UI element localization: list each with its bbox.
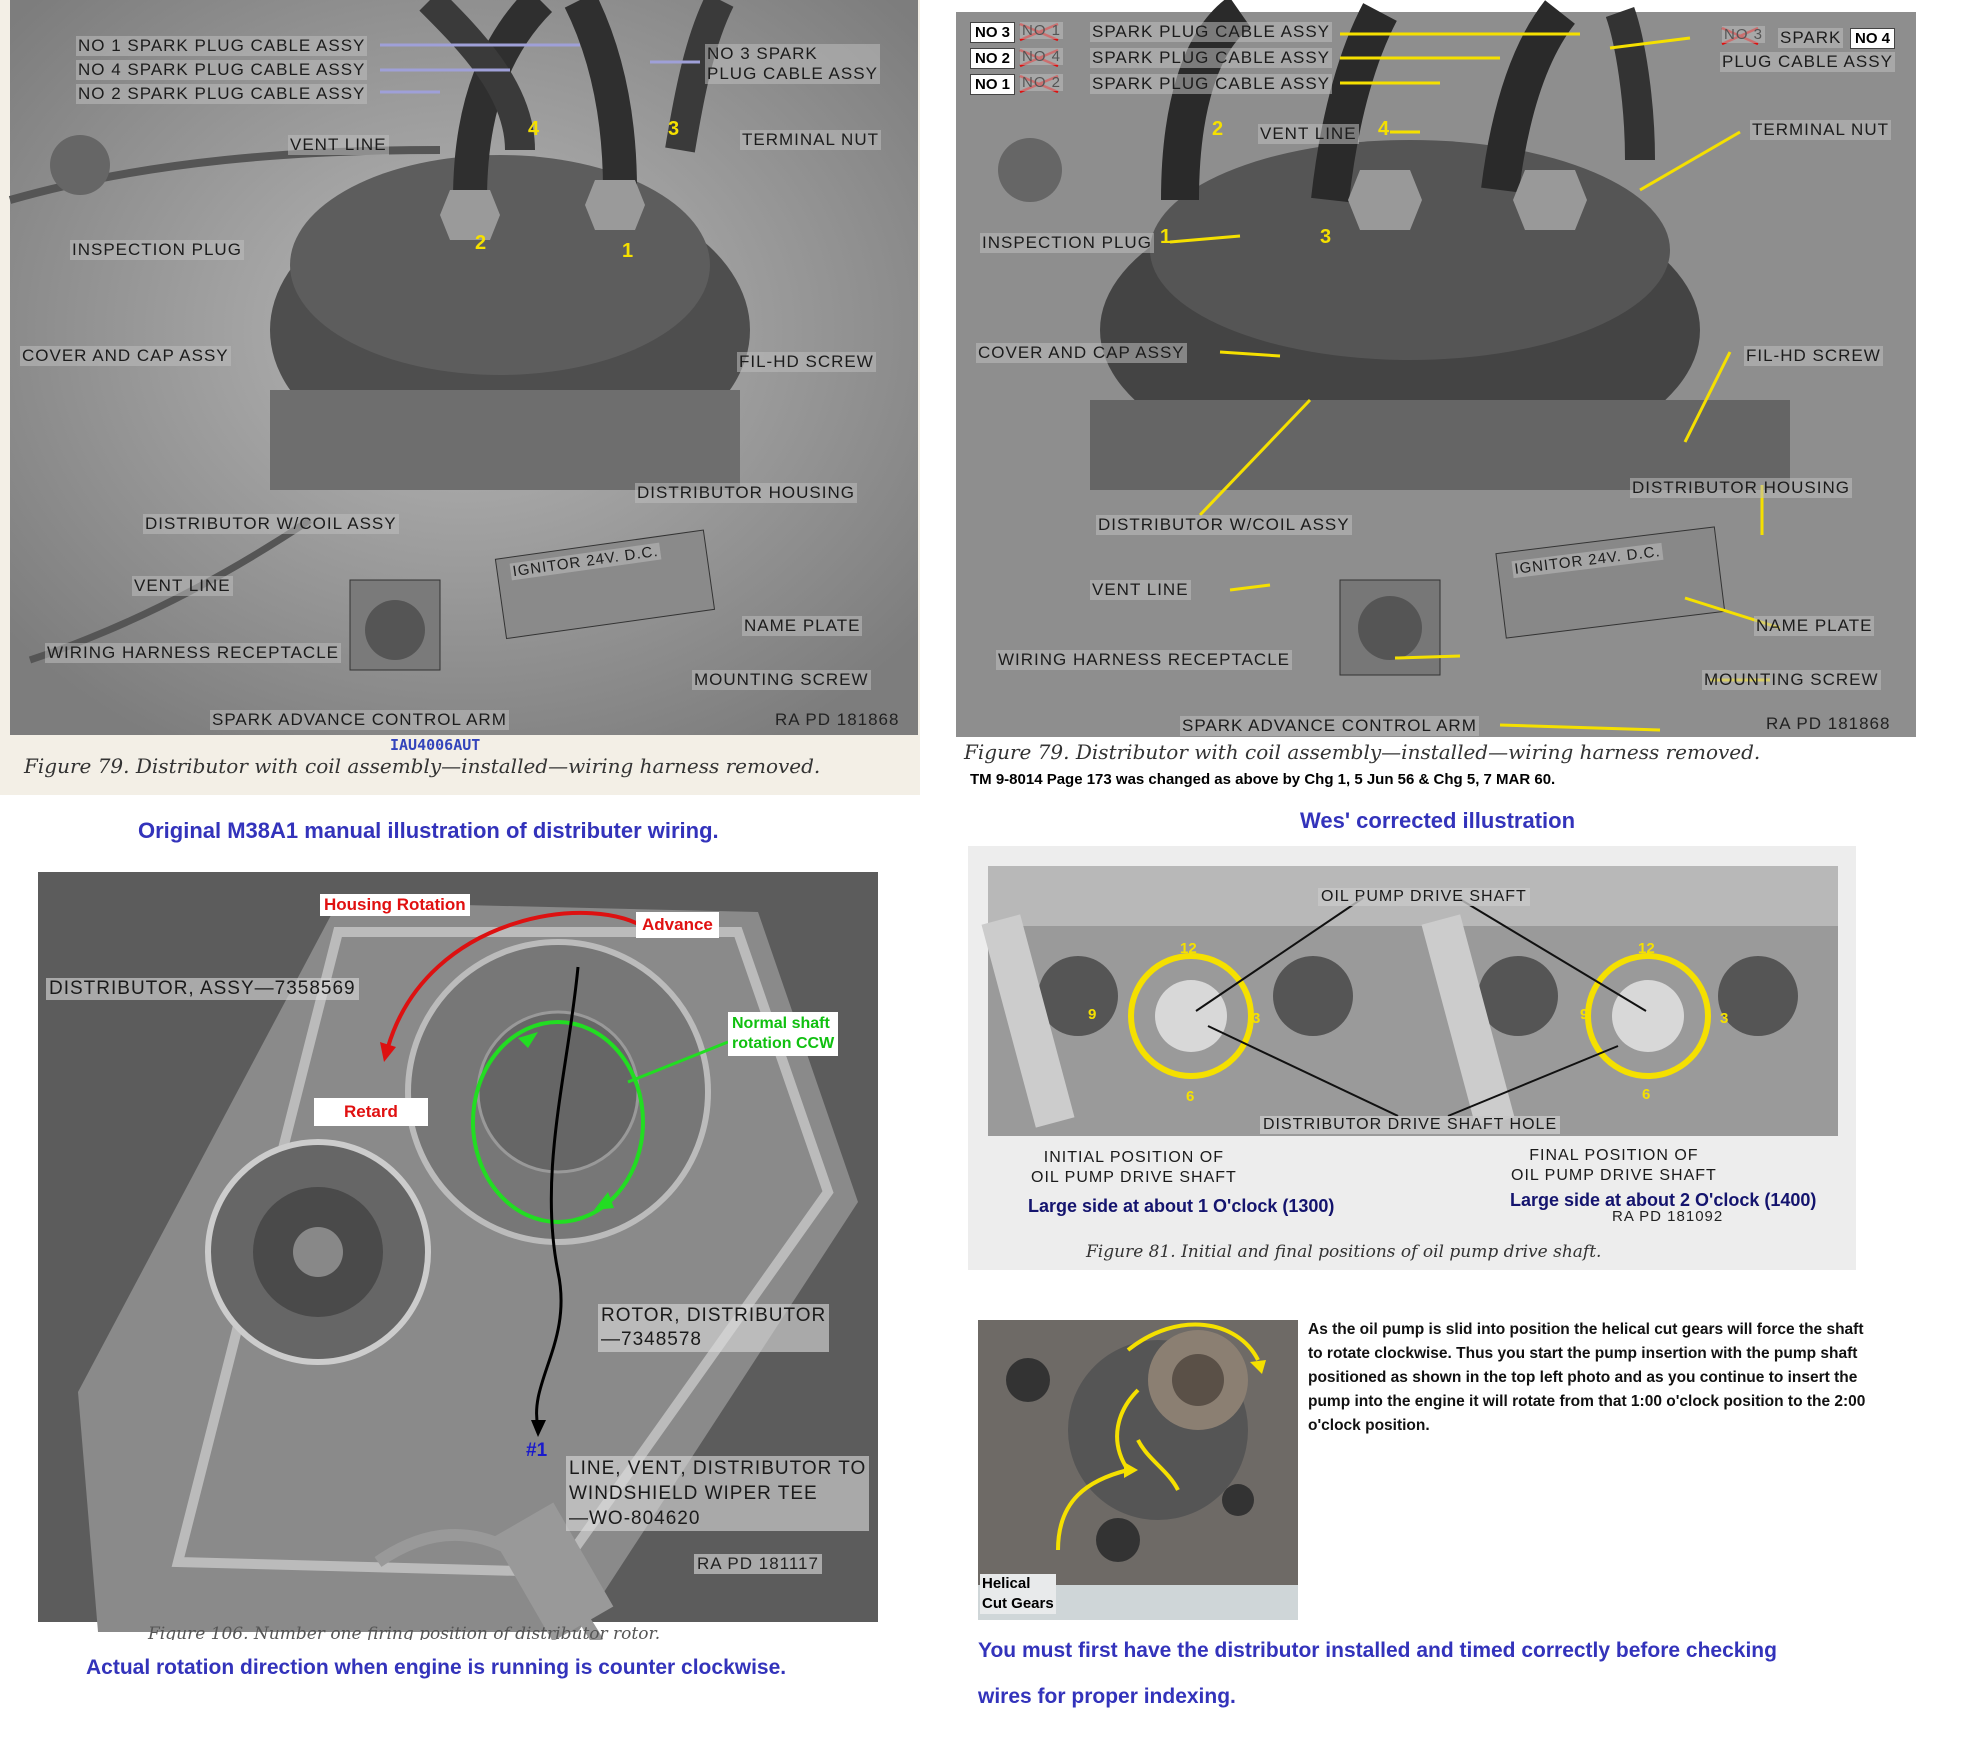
cable-number-1: 1: [622, 240, 634, 262]
label-no3-cable: NO 3 SPARK PLUG CABLE ASSY: [705, 44, 880, 84]
figure-caption: Figure 81. Initial and final positions o…: [1086, 1242, 1602, 1262]
label-terminal-nut: TERMINAL NUT: [740, 130, 881, 150]
cable-number-3: 3: [668, 118, 680, 140]
oil-pump-shaft-label: OIL PUMP DRIVE SHAFT: [1318, 888, 1530, 906]
struck-no1: NO 1: [1020, 22, 1064, 39]
large-side-1-label: Large side at about 1 O'clock (1300): [1028, 1196, 1335, 1216]
label-fil-hd-screw: FIL-HD SCREW: [737, 352, 876, 372]
label-inspection-plug: INSPECTION PLUG: [980, 233, 1154, 253]
clock-12-right: 12: [1638, 940, 1655, 957]
clock-3-left: 3: [1252, 1010, 1261, 1027]
box-no4: NO 4: [1850, 28, 1896, 49]
label-no2-cable: NO 2 SPARK PLUG CABLE ASSY: [76, 84, 368, 104]
ra-pd-number: RA PD 181092: [1612, 1208, 1724, 1225]
label-terminal-nut: TERMINAL NUT: [1750, 120, 1891, 140]
clock-6-left: 6: [1186, 1088, 1195, 1105]
label-spark-advance: SPARK ADVANCE CONTROL ARM: [210, 710, 509, 730]
label-name-plate: NAME PLATE: [742, 616, 863, 636]
label-fil-hd-screw: FIL-HD SCREW: [1744, 346, 1883, 366]
label-inspection-plug: INSPECTION PLUG: [70, 240, 244, 260]
label-no1-cable: NO 1 SPARK PLUG CABLE ASSY: [76, 36, 368, 56]
cable-number-4: 4: [528, 118, 540, 140]
cable-label-a: SPARK PLUG CABLE ASSY: [1090, 22, 1332, 42]
box-no1: NO 1: [970, 74, 1016, 95]
label-vent-line-top: VENT LINE: [1258, 124, 1359, 144]
firing-marker: #1: [526, 1440, 548, 1461]
ra-pd-number: RA PD 181868: [775, 710, 900, 729]
corrected-illustration-panel: NO 3 NO 2 NO 1 NO 4 NO 1 NO 4 NO 2 NO 3 …: [940, 0, 1960, 800]
normal-rotation-label: Normal shaft rotation CCW: [728, 1012, 839, 1056]
figure-caption: Figure 79. Distributor with coil assembl…: [24, 754, 821, 778]
vent-line-label: LINE, VENT, DISTRIBUTOR TO WINDSHIELD WI…: [566, 1456, 870, 1531]
label-distributor-housing: DISTRIBUTOR HOUSING: [1630, 478, 1852, 498]
label-vent-line-top: VENT LINE: [288, 135, 389, 155]
struck-no2: NO 2: [1020, 74, 1064, 91]
clock-12-left: 12: [1180, 940, 1197, 957]
clock-9-left: 9: [1088, 1006, 1097, 1023]
rotor-position-panel: Housing Rotation Advance Retard Normal s…: [38, 872, 878, 1640]
indexing-caption: You must first have the distributor inst…: [978, 1639, 1777, 1708]
cable-number-2: 2: [1212, 118, 1224, 140]
advance-label: Advance: [636, 912, 719, 938]
box-no2: NO 2: [970, 48, 1016, 69]
retard-label: Retard: [314, 1098, 428, 1126]
figure-caption: Figure 79. Distributor with coil assembl…: [964, 740, 1761, 764]
ra-pd-number: RA PD 181117: [694, 1554, 822, 1574]
label-cover-cap: COVER AND CAP ASSY: [20, 346, 231, 366]
cable-number-2: 2: [475, 232, 487, 254]
label-distributor-housing: DISTRIBUTOR HOUSING: [635, 483, 857, 503]
tm-change-note: TM 9-8014 Page 173 was changed as above …: [970, 771, 1556, 788]
label-vent-line-bottom: VENT LINE: [1090, 580, 1191, 600]
label-name-plate: NAME PLATE: [1754, 616, 1875, 636]
label-distributor-coil: DISTRIBUTOR W/COIL ASSY: [1096, 515, 1352, 535]
ra-pd-number: RA PD 181868: [1766, 714, 1891, 733]
no4-spark-label: SPARK: [1778, 28, 1844, 48]
label-distributor-coil: DISTRIBUTOR W/COIL ASSY: [143, 514, 399, 534]
oil-pump-photo: [968, 846, 1856, 1270]
cable-label-b: SPARK PLUG CABLE ASSY: [1090, 48, 1332, 68]
clock-9-right: 9: [1580, 1006, 1589, 1023]
original-illustration-panel: NO 1 SPARK PLUG CABLE ASSY NO 4 SPARK PL…: [0, 0, 920, 795]
helical-gear-photo: [978, 1320, 1298, 1620]
rotor-label: ROTOR, DISTRIBUTOR —7348578: [598, 1304, 830, 1352]
helical-gear-photo-panel: Helical Cut Gears: [978, 1320, 1298, 1620]
helical-label: Helical Cut Gears: [980, 1574, 1056, 1614]
housing-rotation-label: Housing Rotation: [320, 894, 470, 916]
drive-shaft-hole-label: DISTRIBUTOR DRIVE SHAFT HOLE: [1260, 1116, 1561, 1134]
struck-no4: NO 4: [1020, 48, 1064, 65]
corrected-illustration-caption: Wes' corrected illustration: [1300, 808, 1576, 833]
label-cover-cap: COVER AND CAP ASSY: [976, 343, 1187, 363]
label-wiring-receptacle: WIRING HARNESS RECEPTACLE: [45, 643, 342, 663]
label-spark-advance: SPARK ADVANCE CONTROL ARM: [1180, 716, 1479, 736]
final-position-label: FINAL POSITION OF OIL PUMP DRIVE SHAFT: [1511, 1147, 1717, 1184]
rotation-caption: Actual rotation direction when engine is…: [86, 1656, 787, 1679]
original-illustration-caption: Original M38A1 manual illustration of di…: [138, 818, 719, 843]
label-vent-line-bottom: VENT LINE: [132, 576, 233, 596]
label-no4-cable: NO 4 SPARK PLUG CABLE ASSY: [76, 60, 368, 80]
oil-pump-paragraph: As the oil pump is slid into position th…: [1308, 1321, 1866, 1434]
clock-3-right: 3: [1720, 1010, 1729, 1027]
cable-label-c: SPARK PLUG CABLE ASSY: [1090, 74, 1332, 94]
initial-position-label: INITIAL POSITION OF OIL PUMP DRIVE SHAFT: [1031, 1149, 1237, 1186]
box-no3: NO 3: [970, 22, 1016, 43]
cable-number-1: 1: [1160, 226, 1172, 248]
no4-cable-label: PLUG CABLE ASSY: [1720, 52, 1895, 72]
cable-number-3: 3: [1320, 226, 1332, 248]
clock-6-right: 6: [1642, 1086, 1651, 1103]
struck-no3: NO 3: [1722, 26, 1766, 43]
distributor-assy-label: DISTRIBUTOR, ASSY—7358569: [46, 978, 359, 1000]
oil-pump-panel: OIL PUMP DRIVE SHAFT DISTRIBUTOR DRIVE S…: [968, 846, 1856, 1270]
large-side-2-label: Large side at about 2 O'clock (1400): [1510, 1190, 1817, 1210]
label-mounting-screw: MOUNTING SCREW: [1702, 670, 1881, 690]
label-mounting-screw: MOUNTING SCREW: [692, 670, 871, 690]
cable-number-4: 4: [1378, 118, 1390, 140]
archive-stamp: IAU4006AUT: [390, 736, 481, 754]
label-wiring-receptacle: WIRING HARNESS RECEPTACLE: [996, 650, 1293, 670]
figure-caption: Figure 106. Number one firing position o…: [148, 1624, 661, 1640]
